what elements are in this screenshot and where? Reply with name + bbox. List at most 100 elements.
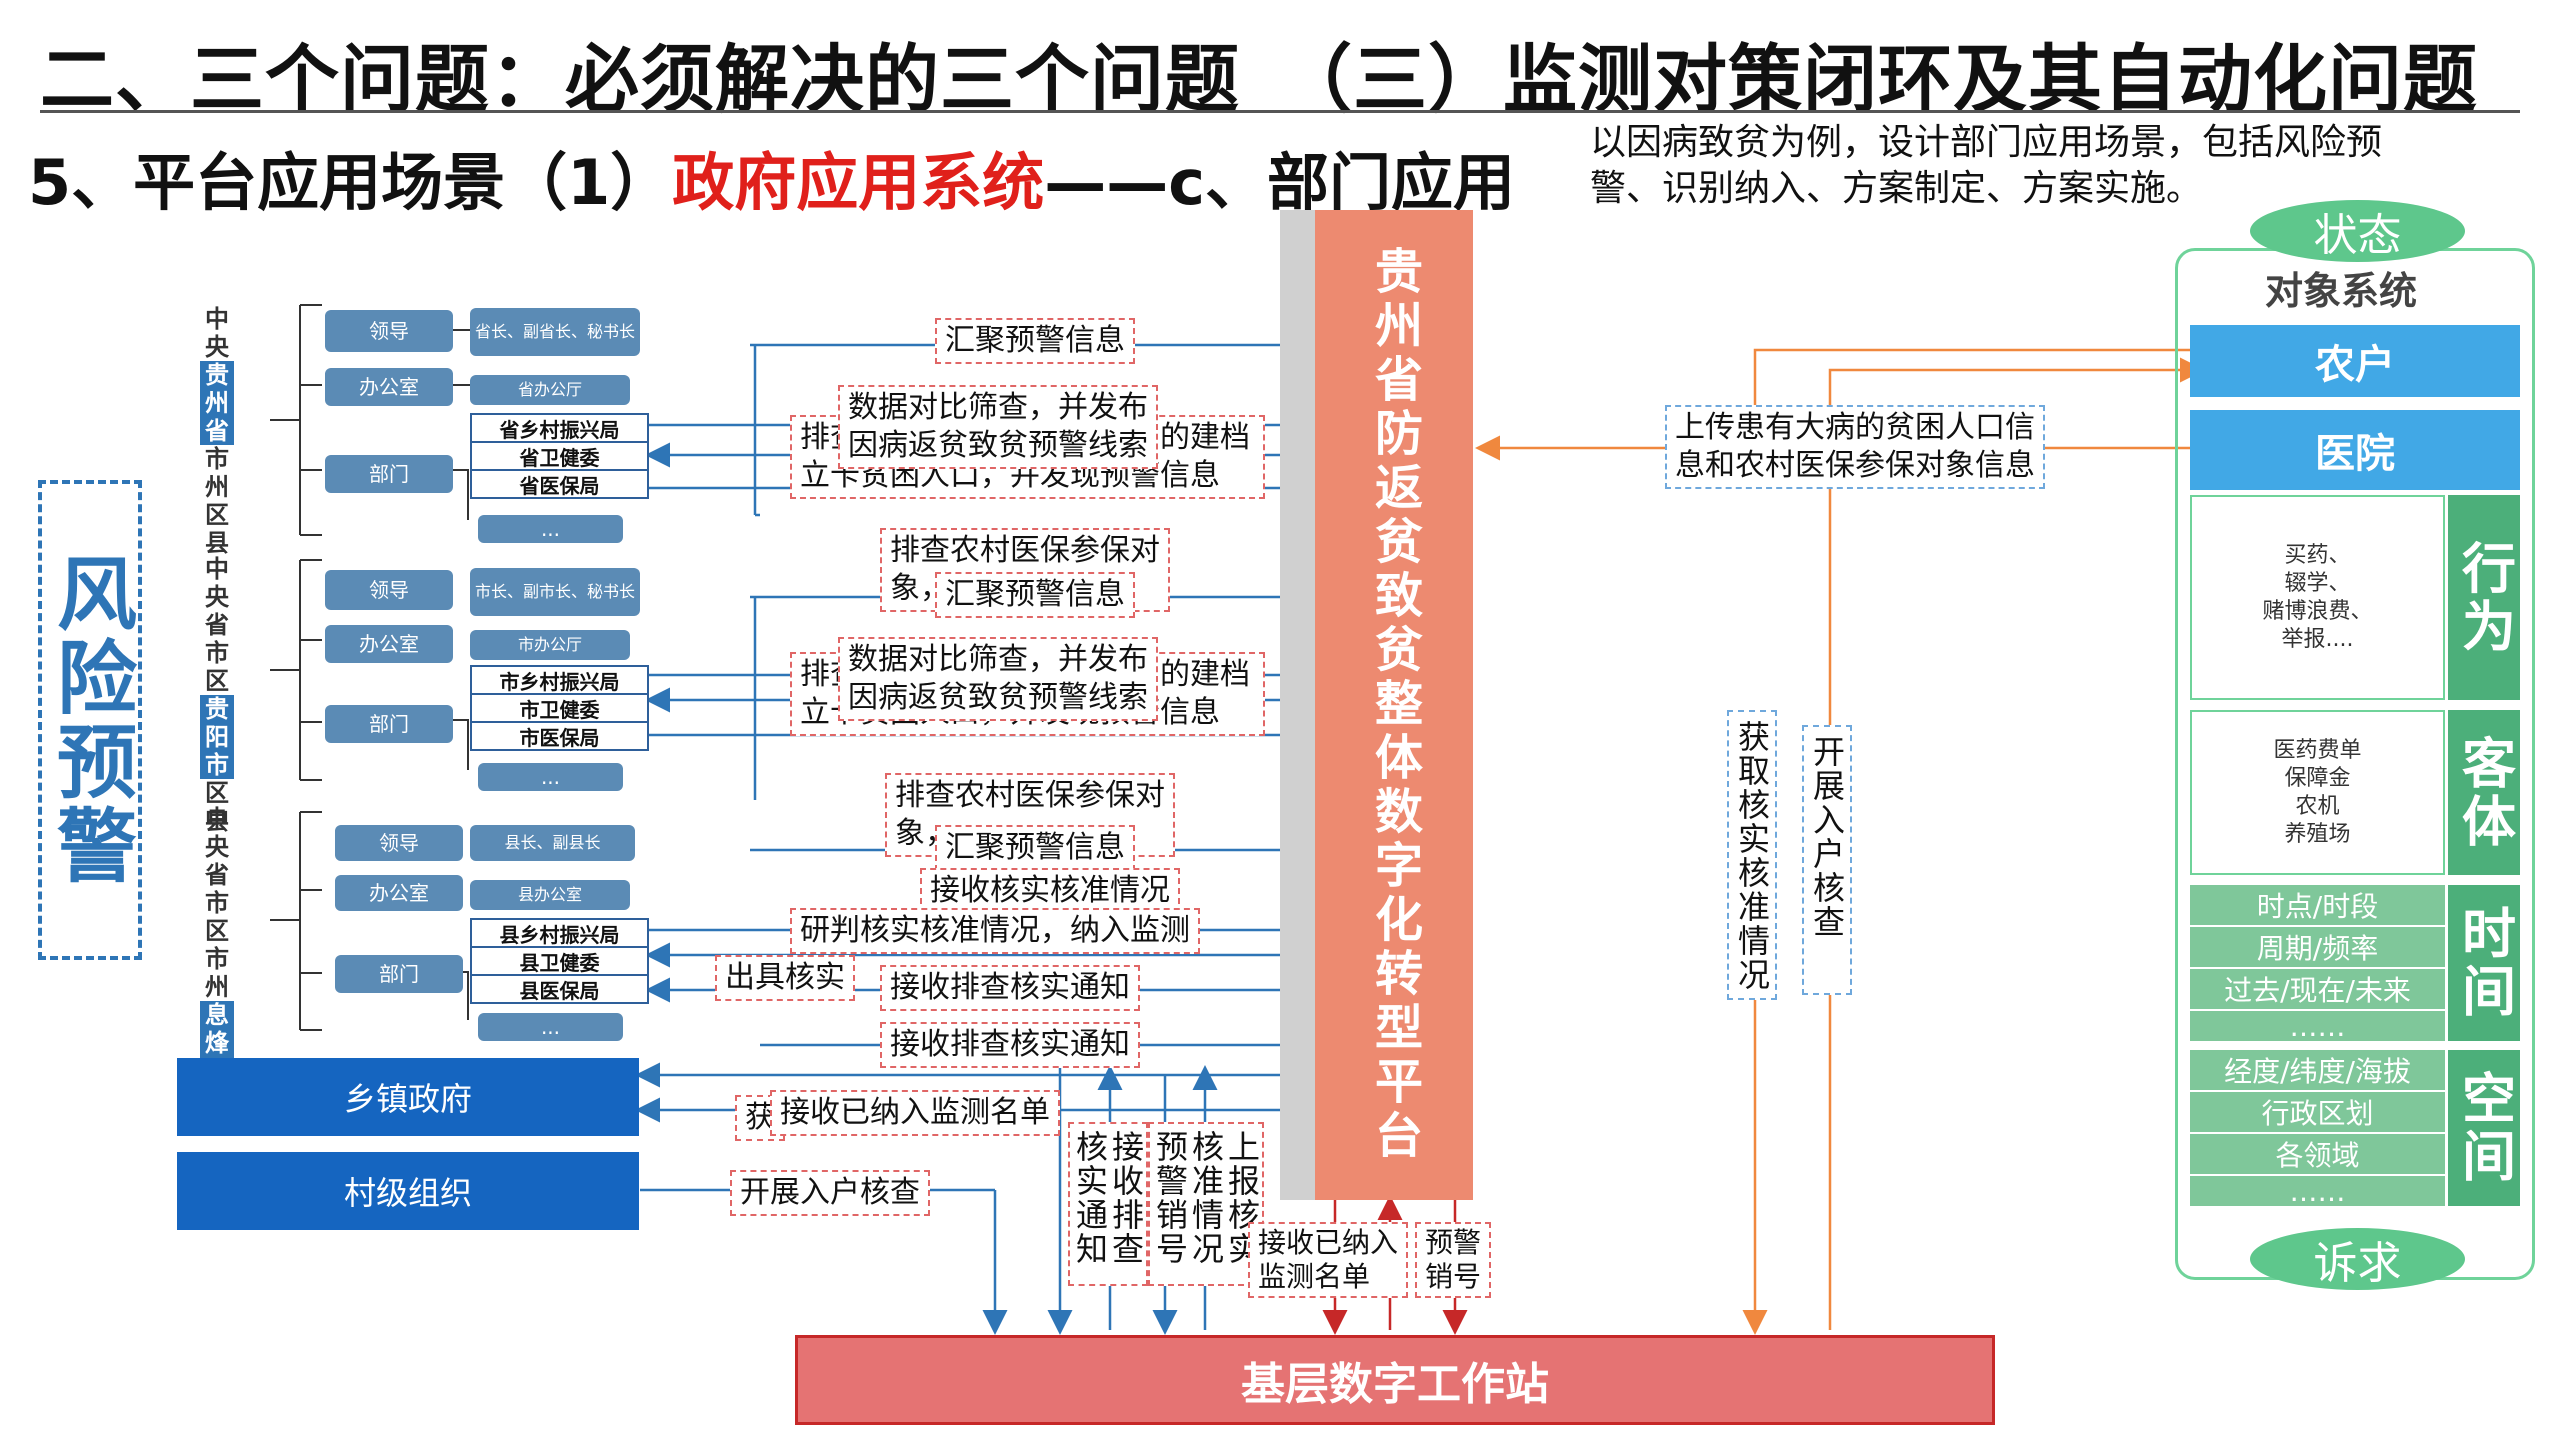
- flow-recv-list-2: 接收已纳入 监测名单: [1248, 1222, 1409, 1298]
- flow-gather-1: 汇聚预警信息: [935, 318, 1135, 364]
- flow-recv-list: 接收已纳入监测名单: [770, 1090, 1060, 1136]
- level2-more: ...: [478, 763, 623, 791]
- platform-shadow: [1280, 210, 1315, 1200]
- space-row: 经度/纬度/海拔: [2190, 1050, 2445, 1092]
- level1-dept-health: 省卫健委: [470, 441, 649, 471]
- flow-gather-2: 汇聚预警信息: [935, 572, 1135, 618]
- township-government: 乡镇政府: [177, 1058, 639, 1136]
- flow-compare-2-line2: 因病返贫致贫预警线索: [848, 680, 1148, 715]
- time-row: 过去/现在/未来: [2190, 969, 2445, 1011]
- object-list: 医药费单 保障金 农机 养殖场: [2190, 710, 2445, 875]
- farmer-box: 农户: [2190, 325, 2520, 397]
- time-side: 时间: [2448, 885, 2520, 1041]
- flow-compare-1: 数据对比筛查，并发布 因病返贫致贫预警线索: [838, 385, 1158, 469]
- level1-office-detail: 省办公厅: [470, 375, 630, 405]
- state-pill: 状态: [2250, 200, 2465, 262]
- digital-platform: 贵州省防返贫致贫整体数字化转型平台: [1315, 210, 1473, 1200]
- level3-more: ...: [478, 1013, 623, 1041]
- space-list: 经度/纬度/海拔 行政区划 各领域 ……: [2190, 1050, 2445, 1208]
- level2-dept-health: 市卫健委: [470, 693, 649, 723]
- level1-label: 中央贵州省市州区县: [200, 305, 234, 557]
- space-row: 行政区划: [2190, 1092, 2445, 1134]
- flow-recv-list-2-line1: 接收已纳入: [1258, 1226, 1399, 1259]
- level2-label-pre: 中央省市区: [205, 555, 229, 695]
- flow-cancel-line2: 销号: [1425, 1260, 1482, 1293]
- grassroots-workstation: 基层数字工作站: [795, 1335, 1995, 1425]
- space-row: 各领域: [2190, 1134, 2445, 1176]
- appeal-pill: 诉求: [2250, 1228, 2465, 1290]
- flow-v-entry: 开展入户核查: [1802, 725, 1852, 995]
- flow-recv-notice-1: 接收排查核实通知: [880, 965, 1140, 1011]
- flow-upload-line2: 息和农村医保参保对象信息: [1675, 448, 2035, 483]
- level3-leader-detail: 县长、副县长: [470, 825, 635, 861]
- level1-label-highlight: 贵州省: [200, 361, 234, 445]
- object-side: 客体: [2448, 710, 2520, 875]
- flow-recv-notice-2: 接收排查核实通知: [880, 1022, 1140, 1068]
- level1-dept-rural: 省乡村振兴局: [470, 413, 649, 443]
- level3-dept-box: 部门: [335, 955, 463, 993]
- flow-compare-2-line1: 数据对比筛查，并发布: [848, 642, 1148, 677]
- flow-receive-check: 接收核实核准情况: [920, 868, 1180, 914]
- object-items: 医药费单 保障金 农机 养殖场: [2273, 737, 2362, 847]
- behavior-list: 买药、 辍学、 赌博浪费、 举报....: [2190, 495, 2445, 700]
- level2-dept-insurance: 市医保局: [470, 721, 649, 751]
- hospital-box: 医院: [2190, 410, 2520, 490]
- level1-label-pre: 中央: [205, 305, 229, 361]
- flow-entry-check: 开展入户核查: [730, 1170, 930, 1216]
- level2-office-detail: 市办公厅: [470, 630, 630, 660]
- level3-label-pre: 中央省市区市州: [205, 805, 229, 1001]
- level1-office-box: 办公室: [325, 368, 453, 406]
- flow-upload: 上传患有大病的贫困人口信 息和农村医保参保对象信息: [1665, 405, 2045, 489]
- flow-v-get-check: 获取核实核准情况: [1727, 710, 1777, 1000]
- risk-warning-label: 风险预警: [38, 480, 142, 960]
- level3-dept-insurance: 县医保局: [470, 974, 649, 1004]
- level1-leader-detail: 省长、副省长、秘书长: [470, 308, 640, 356]
- flow-check-2-line1: 排查农村医保参保对: [895, 778, 1165, 813]
- level3-label: 中央省市区市州息烽县: [200, 805, 234, 1085]
- space-row: ……: [2190, 1175, 2445, 1208]
- flow-gather-3: 汇聚预警信息: [935, 825, 1135, 871]
- level2-label: 中央省市区贵阳市区县: [200, 555, 234, 835]
- subtitle-prefix: 5、平台应用场景（1）: [28, 146, 673, 219]
- level3-leader-box: 领导: [335, 825, 463, 861]
- space-side: 空间: [2448, 1050, 2520, 1206]
- subtitle-highlight: 政府应用系统: [672, 146, 1045, 219]
- level1-dept-insurance: 省医保局: [470, 469, 649, 499]
- behavior-items: 买药、 辍学、 赌博浪费、 举报....: [2262, 542, 2373, 652]
- level2-label-post: 区县: [205, 779, 229, 835]
- time-row: ……: [2190, 1010, 2445, 1043]
- village-organization: 村级组织: [177, 1152, 639, 1230]
- level2-label-highlight: 贵阳市: [200, 695, 234, 779]
- time-list: 时点/时段 周期/频率 过去/现在/未来 ……: [2190, 885, 2445, 1043]
- time-row: 周期/频率: [2190, 927, 2445, 969]
- object-system-title: 对象系统: [2265, 269, 2418, 313]
- flow-cancel: 预警 销号: [1415, 1222, 1492, 1298]
- flow-check-1-line1: 排查农村医保参保对: [890, 533, 1160, 568]
- subtitle-suffix: ——c、部门应用: [1044, 146, 1516, 219]
- time-row: 时点/时段: [2190, 885, 2445, 927]
- level2-dept-box: 部门: [325, 705, 453, 743]
- flow-v-cancel: 上报核实核准情况预警销号: [1148, 1122, 1264, 1286]
- flow-v-recv-notice: 接收排查核实通知: [1068, 1122, 1148, 1286]
- flow-compare-1-line2: 因病返贫致贫预警线索: [848, 428, 1148, 463]
- flow-judge: 研判核实核准情况，纳入监测: [790, 908, 1200, 954]
- scenario-note: 以因病致贫为例，设计部门应用场景，包括风险预警、识别纳入、方案制定、方案实施。: [1590, 122, 2383, 209]
- section-subtitle: 5、平台应用场景（1）政府应用系统——c、部门应用: [28, 132, 1515, 222]
- flow-compare-2: 数据对比筛查，并发布 因病返贫致贫预警线索: [838, 637, 1158, 721]
- behavior-side: 行为: [2448, 495, 2520, 700]
- level2-office-box: 办公室: [325, 625, 453, 663]
- level1-label-post: 市州区县: [205, 445, 229, 557]
- flow-upload-line1: 上传患有大病的贫困人口信: [1675, 410, 2035, 445]
- page-title: 二、三个问题：必须解决的三个问题 （三）监测对策闭环及其自动化问题: [40, 37, 2478, 123]
- flow-recv-list-2-line2: 监测名单: [1258, 1260, 1371, 1293]
- level2-leader-detail: 市长、副市长、秘书长: [470, 568, 640, 616]
- level3-office-detail: 县办公室: [470, 880, 630, 910]
- level1-dept-box: 部门: [325, 455, 453, 493]
- flow-compare-1-line1: 数据对比筛查，并发布: [848, 390, 1148, 425]
- level1-leader-box: 领导: [325, 310, 453, 352]
- title-divider: [40, 110, 2520, 113]
- level3-dept-rural: 县乡村振兴局: [470, 918, 649, 948]
- level2-leader-box: 领导: [325, 570, 453, 610]
- flow-cancel-line1: 预警: [1425, 1226, 1482, 1259]
- level2-dept-rural: 市乡村振兴局: [470, 665, 649, 695]
